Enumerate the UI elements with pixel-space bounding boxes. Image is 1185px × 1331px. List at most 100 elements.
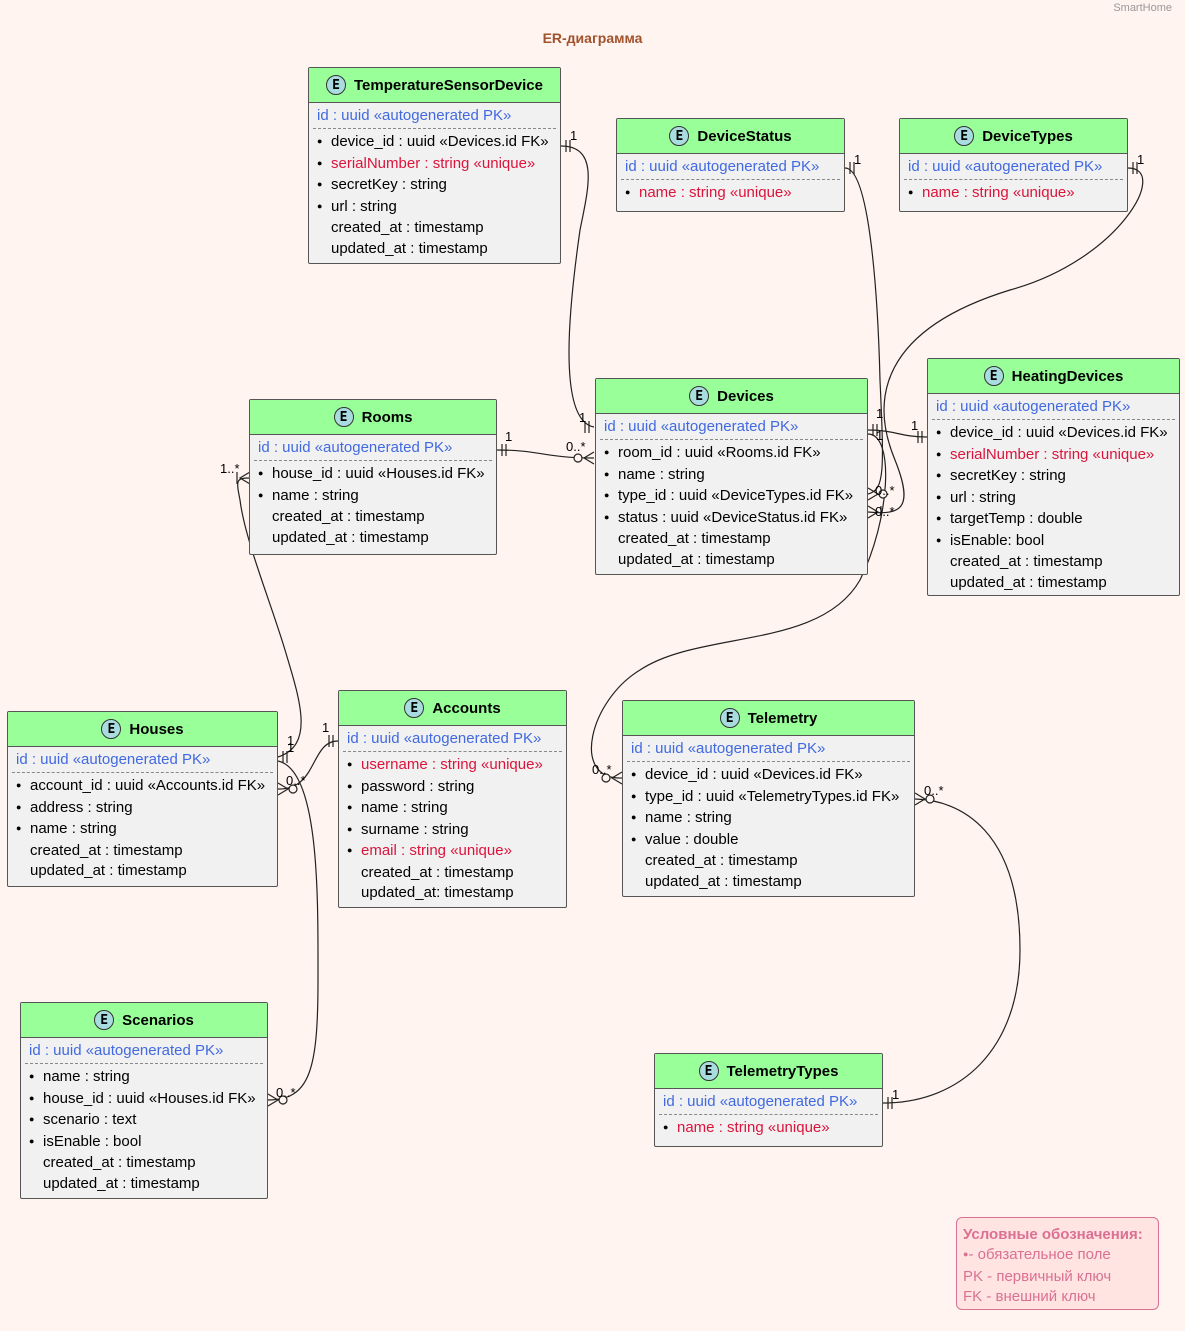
card-ttypes-one: 1 bbox=[892, 1087, 899, 1102]
required-bullet-icon bbox=[604, 443, 618, 465]
card-temp-many: 1 bbox=[579, 410, 586, 425]
required-bullet-icon bbox=[29, 1110, 43, 1132]
entity-houses[interactable]: E Houses id : uuid «autogenerated PK» accou… bbox=[7, 711, 278, 887]
entity-field: url : string bbox=[936, 488, 1171, 510]
required-bullet-icon bbox=[317, 132, 331, 154]
card-types-many: 0..* bbox=[875, 504, 895, 519]
card-types-one: 1 bbox=[1137, 152, 1144, 167]
primary-key-field: id : uuid «autogenerated PK» bbox=[16, 751, 211, 768]
required-bullet-icon bbox=[936, 423, 950, 445]
entity-field: name : string bbox=[258, 486, 488, 508]
entity-icon: E bbox=[983, 366, 1004, 386]
required-bullet-icon bbox=[347, 798, 361, 820]
entity-field: name : string «unique» bbox=[908, 183, 1119, 205]
entity-field: device_id : uuid «Devices.id FK» bbox=[317, 132, 552, 154]
entity-name: Houses bbox=[129, 720, 184, 738]
card-dev-tele-many: 0..* bbox=[592, 762, 612, 777]
card-acc-house-many: 0..* bbox=[286, 773, 306, 788]
entity-icon: E bbox=[101, 719, 122, 739]
required-bullet-icon bbox=[16, 798, 30, 820]
field-separator bbox=[904, 179, 1123, 180]
entity-field: username : string «unique» bbox=[347, 755, 558, 777]
required-bullet-icon bbox=[347, 841, 361, 863]
field-separator bbox=[600, 439, 863, 440]
required-bullet-icon bbox=[258, 486, 272, 508]
entity-field: updated_at : timestamp bbox=[30, 862, 187, 879]
entity-field: isEnable : bool bbox=[29, 1132, 259, 1154]
card-dev-heating-one: 1 bbox=[876, 406, 883, 421]
entity-field: updated_at : timestamp bbox=[43, 1174, 200, 1192]
entity-field: updated_at : timestamp bbox=[618, 550, 775, 568]
entity-field: updated_at : timestamp bbox=[331, 239, 488, 257]
entity-field: created_at : timestamp bbox=[43, 1154, 196, 1171]
entity-field: targetTemp : double bbox=[936, 509, 1171, 531]
entity-header: E Houses bbox=[8, 712, 277, 747]
field-separator bbox=[621, 179, 840, 180]
required-bullet-icon bbox=[625, 183, 639, 205]
edge-types-devices bbox=[867, 167, 1144, 514]
entity-icon: E bbox=[94, 1010, 115, 1030]
entity-icon: E bbox=[404, 698, 425, 718]
card-rooms-one: 1 bbox=[505, 429, 512, 444]
entity-header: E Scenarios bbox=[21, 1003, 267, 1038]
required-bullet-icon bbox=[936, 466, 950, 488]
entity-field: device_id : uuid «Devices.id FK» bbox=[936, 423, 1171, 445]
entity-field: name : string bbox=[347, 798, 558, 820]
required-bullet-icon bbox=[936, 509, 950, 531]
entity-field: serialNumber : string «unique» bbox=[317, 154, 552, 176]
entity-field: room_id : uuid «Rooms.id FK» bbox=[604, 443, 859, 465]
card-house-room-one: 1 bbox=[287, 740, 294, 755]
entity-field: status : uuid «DeviceStatus.id FK» bbox=[604, 508, 859, 530]
legend-title: Условные обозначения: bbox=[963, 1226, 1143, 1243]
primary-key-field: id : uuid «autogenerated PK» bbox=[604, 418, 799, 435]
required-bullet-icon bbox=[29, 1067, 43, 1089]
entity-field: scenario : text bbox=[29, 1110, 259, 1132]
project-name: SmartHome bbox=[1113, 2, 1172, 14]
required-bullet-icon bbox=[631, 808, 645, 830]
primary-key-field: id : uuid «autogenerated PK» bbox=[631, 740, 826, 757]
field-separator bbox=[627, 761, 910, 762]
entity-field: name : string bbox=[16, 819, 269, 841]
legend-bullet-icon: ● bbox=[963, 1249, 969, 1259]
entity-field: updated_at : timestamp bbox=[645, 872, 802, 890]
primary-key-field: id : uuid «autogenerated PK» bbox=[908, 158, 1103, 175]
entity-field: secretKey : string bbox=[317, 175, 552, 197]
entity-field: account_id : uuid «Accounts.id FK» bbox=[16, 776, 269, 798]
entity-field: serialNumber : string «unique» bbox=[936, 445, 1171, 467]
entity-field: created_at : timestamp bbox=[331, 219, 484, 236]
entity-icon: E bbox=[954, 126, 975, 146]
required-bullet-icon bbox=[347, 755, 361, 777]
diagram-title: ER-диаграмма bbox=[542, 30, 643, 46]
card-acc-house-one: 1 bbox=[322, 720, 329, 735]
required-bullet-icon bbox=[317, 154, 331, 176]
entity-field: name : string bbox=[631, 808, 906, 830]
entity-field: name : string «unique» bbox=[625, 183, 836, 205]
entity-field: created_at : timestamp bbox=[30, 841, 183, 859]
field-separator bbox=[254, 460, 492, 461]
primary-key-field: id : uuid «autogenerated PK» bbox=[936, 398, 1131, 415]
entity-name: Scenarios bbox=[122, 1011, 194, 1029]
entity-field: name : string bbox=[604, 465, 859, 487]
required-bullet-icon bbox=[604, 465, 618, 487]
entity-field: updated_at : timestamp bbox=[950, 573, 1107, 591]
required-bullet-icon bbox=[29, 1132, 43, 1154]
entity-field: name : string bbox=[29, 1067, 259, 1089]
entity-field: type_id : uuid «DeviceTypes.id FK» bbox=[604, 486, 859, 508]
entity-field: surname : string bbox=[347, 820, 558, 842]
primary-key-field: id : uuid «autogenerated PK» bbox=[258, 439, 453, 456]
